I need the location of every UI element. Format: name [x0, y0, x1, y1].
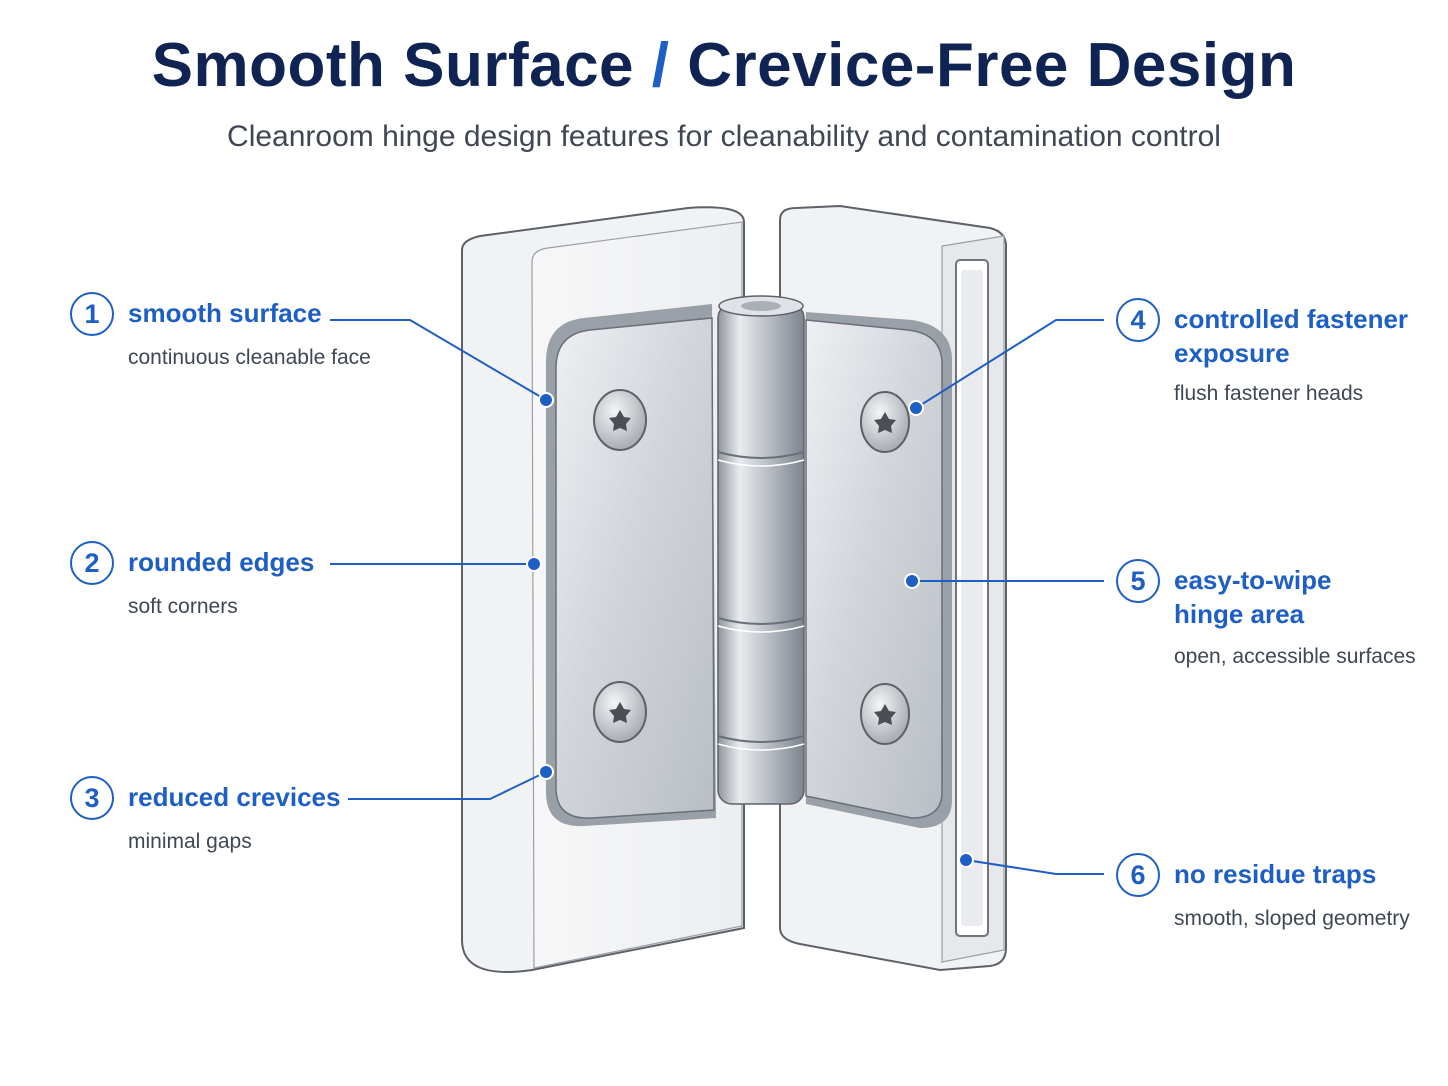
- title-slash: /: [651, 31, 670, 100]
- leader-line-6: [965, 859, 1104, 875]
- callout-description: flush fastener heads: [1174, 382, 1364, 405]
- leader-line-3: [348, 771, 547, 800]
- screw-head-bottom-left: [593, 681, 647, 743]
- left-hinge-leaf: [546, 304, 716, 827]
- marker-dot-6: [958, 852, 974, 868]
- callout-title: rounded edges: [128, 547, 315, 577]
- hinge-knuckle: [717, 295, 805, 805]
- page-title: Smooth Surface / Crevice-Free Design: [0, 30, 1448, 101]
- callout-description: continuous cleanable face: [128, 346, 371, 369]
- title-part2: Crevice-Free Design: [687, 31, 1297, 100]
- leader-line-1: [330, 319, 547, 401]
- callout-number-badge: 6: [1116, 853, 1160, 897]
- callout-number-badge: 2: [70, 541, 114, 585]
- marker-dot-4: [908, 400, 924, 416]
- screw-head-bottom-right: [860, 683, 910, 745]
- callout-description: minimal gaps: [128, 830, 252, 853]
- callout-description: soft corners: [128, 595, 238, 618]
- callout-number-badge: 3: [70, 776, 114, 820]
- callout-title: reduced crevices: [128, 782, 341, 812]
- callout-number-badge: 5: [1116, 559, 1160, 603]
- callout-title: smooth surface: [128, 298, 322, 328]
- callout-title: controlled fastener exposure: [1174, 304, 1409, 368]
- callout-title: easy-to-wipe hinge area: [1174, 565, 1332, 629]
- callout-number-badge: 4: [1116, 298, 1160, 342]
- marker-dot-3: [538, 764, 554, 780]
- callout-description: open, accessible surfaces: [1174, 645, 1416, 668]
- screw-head-top-right: [860, 391, 910, 453]
- callout-title: no residue traps: [1174, 859, 1377, 889]
- page-subtitle: Cleanroom hinge design features for clea…: [227, 120, 1221, 153]
- marker-dot-2: [526, 556, 542, 572]
- leader-line-4: [915, 319, 1104, 409]
- title-part1: Smooth Surface: [151, 31, 635, 100]
- marker-dot-5: [904, 573, 920, 589]
- screw-head-top-left: [593, 389, 647, 451]
- marker-dot-1: [538, 392, 554, 408]
- callout-description: smooth, sloped geometry: [1174, 907, 1410, 930]
- callout-number-badge: 1: [70, 292, 114, 336]
- right-hinge-leaf: [805, 312, 952, 828]
